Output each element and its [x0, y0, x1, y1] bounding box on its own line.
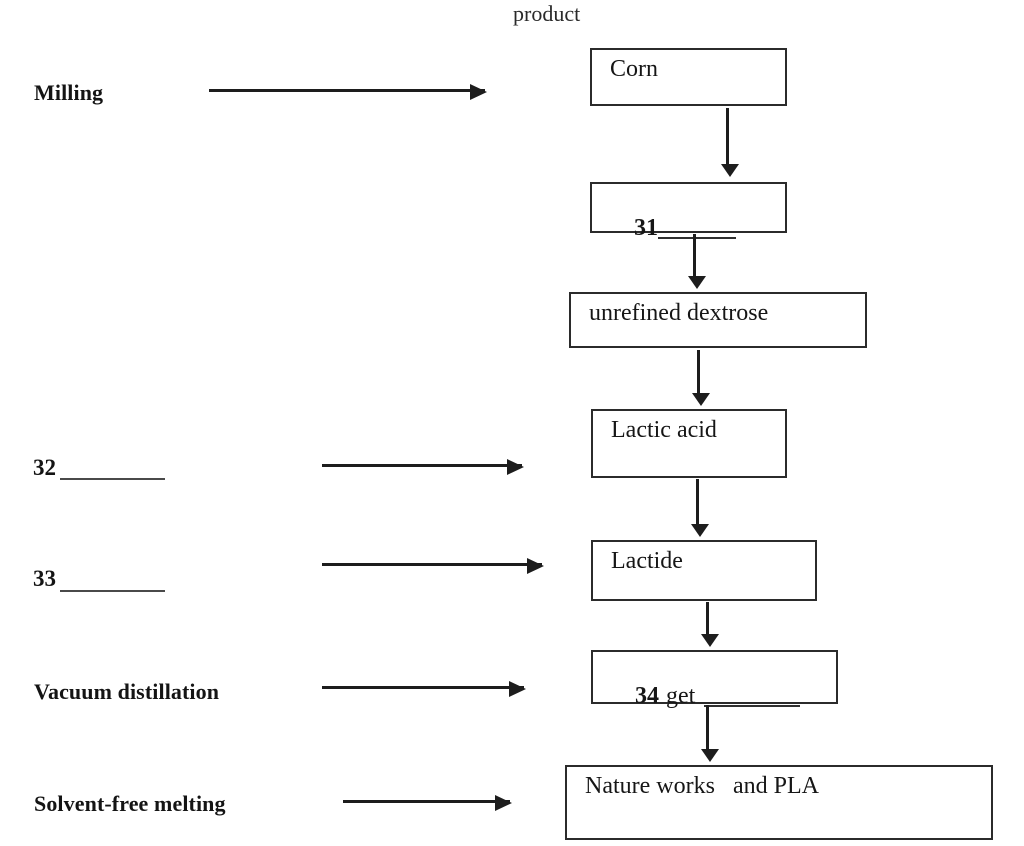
flow-box-corn[interactable]: Corn [590, 48, 787, 106]
arrow-lactic-acid-to-lactide [691, 479, 709, 537]
flow-box-lactic-acid[interactable]: Lactic acid [591, 409, 787, 478]
arrow-lactide-to-gap-34 [701, 602, 719, 647]
arrow-milling-to-corn [209, 84, 487, 100]
flow-box-unrefined-dextrose[interactable]: unrefined dextrose [569, 292, 867, 348]
arrow-solvent-to-nature-works [343, 795, 512, 811]
gap-number-33: 33 [33, 566, 56, 591]
answer-rule-31[interactable] [658, 237, 736, 240]
flow-box-gap-34[interactable]: 34 get [591, 650, 838, 709]
product-label: product [513, 1, 581, 26]
gap-34-verb: get [666, 683, 696, 710]
answer-rule-33[interactable] [60, 590, 165, 592]
arrow-gap-31-to-dextrose [688, 234, 706, 289]
stage-label-milling: Milling [34, 80, 104, 105]
gap-31-number: 31 [634, 215, 658, 242]
flow-box-nature-works[interactable]: Nature works and PLA [565, 765, 993, 840]
arrow-gap-34-to-nature-works [701, 705, 719, 762]
answer-rule-32[interactable] [60, 478, 165, 480]
arrow-33-to-lactide [322, 558, 544, 574]
flow-box-gap-31[interactable]: 31 [590, 182, 787, 241]
gap-34-number: 34 [635, 683, 659, 710]
arrow-corn-to-gap-31 [721, 108, 739, 177]
answer-rule-34[interactable] [704, 705, 801, 708]
stage-label-solvent-free-melting: Solvent-free melting [34, 791, 226, 816]
gap-number-32: 32 [33, 455, 56, 480]
arrow-dextrose-to-lactic-acid [692, 350, 710, 406]
arrow-vacuum-to-gap-34 [322, 681, 526, 697]
stage-label-vacuum-distillation: Vacuum distillation [34, 679, 220, 704]
flow-box-lactide[interactable]: Lactide [591, 540, 817, 601]
arrow-32-to-lactic-acid [322, 459, 524, 475]
